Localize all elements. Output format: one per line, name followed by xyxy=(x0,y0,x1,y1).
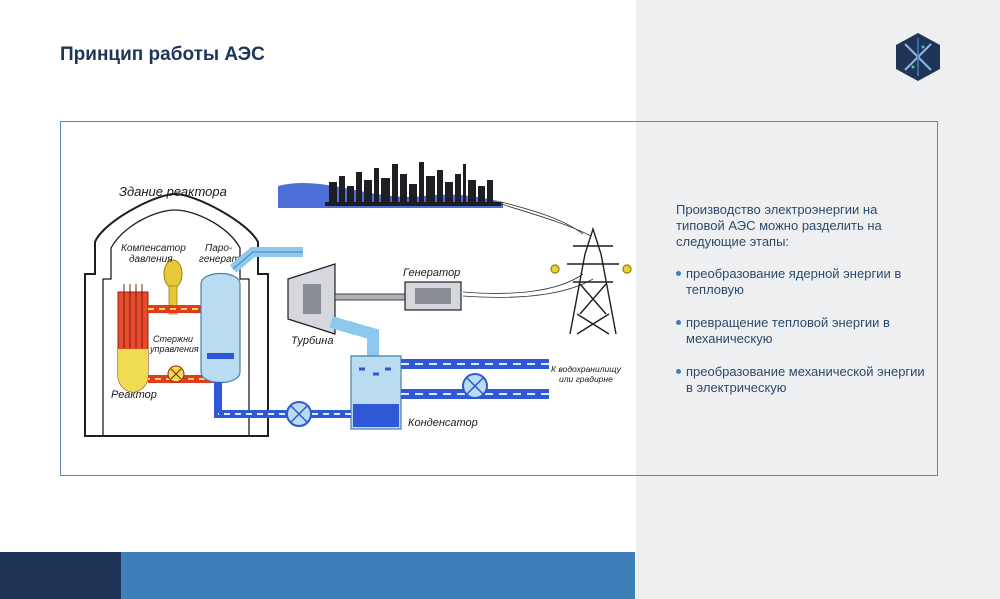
stage-item: преобразование механической энергии в эл… xyxy=(676,364,926,396)
slide-title: Принцип работы АЭС xyxy=(60,44,265,65)
content-frame xyxy=(60,121,938,476)
logo-icon xyxy=(896,33,940,81)
steam-generator-icon xyxy=(200,273,241,383)
reactor-label: Реактор xyxy=(111,389,157,401)
reservoir-label-2: или градирне xyxy=(559,374,613,384)
reservoir-label-1: К водохранилищу xyxy=(551,364,622,374)
control-rods-label-1: Стержни xyxy=(153,334,193,344)
power-pylon-icon xyxy=(550,226,632,335)
generator-icon xyxy=(404,281,462,311)
stage-text: преобразование ядерной энергии в теплову… xyxy=(686,266,902,297)
control-rods-label-2: управления xyxy=(149,344,199,354)
stage-item: превращение тепловой энергии в механичес… xyxy=(676,315,926,347)
pressurizer-label-2: давления xyxy=(129,254,173,265)
intro-text: Производство электроэнергии на типовой А… xyxy=(676,202,882,249)
generator-label: Генератор xyxy=(403,267,460,279)
steam-generator-label-1: Паро- xyxy=(205,243,233,254)
description-block: Производство электроэнергии на типовой А… xyxy=(676,202,926,413)
city-skyline-icon xyxy=(325,162,501,206)
bullet-icon xyxy=(676,320,681,325)
bullet-icon xyxy=(676,271,681,276)
turbine-label: Турбина xyxy=(291,335,333,347)
steam-generator-label-2: генератор xyxy=(199,254,251,265)
footer-bar-light xyxy=(121,552,635,599)
bullet-icon xyxy=(676,369,681,374)
pressurizer-label-1: Компенсатор xyxy=(121,243,186,254)
npp-diagram: Здание реактора Компенсатор давления Пар… xyxy=(84,162,632,437)
reactor-building-label: Здание реактора xyxy=(119,184,227,199)
stage-item: преобразование ядерной энергии в теплову… xyxy=(676,266,926,298)
right-panel xyxy=(636,0,1000,599)
stage-text: преобразование механической энергии в эл… xyxy=(686,364,925,395)
stage-text: превращение тепловой энергии в механичес… xyxy=(686,315,890,346)
footer-bar-dark xyxy=(0,552,121,599)
condenser-label: Конденсатор xyxy=(408,417,478,429)
